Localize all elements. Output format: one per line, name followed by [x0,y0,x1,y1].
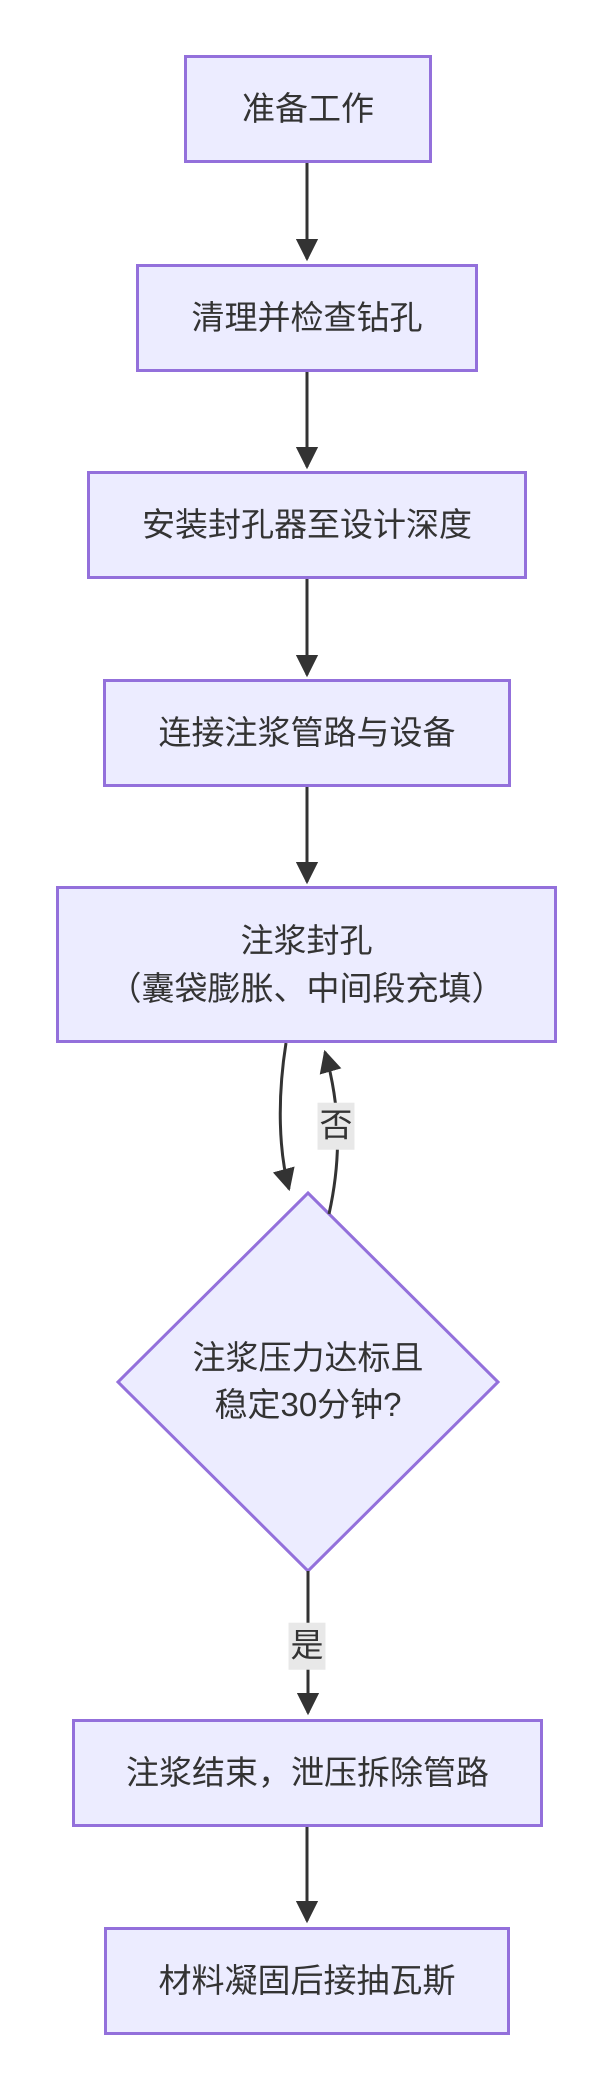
node-grout-seal: 注浆封孔 （囊袋膨胀、中间段充填） [56,886,557,1043]
node-clean-check-hole: 清理并检查钻孔 [136,264,478,372]
node-grout-seal-label-line1: 注浆封孔 [240,921,373,959]
node-finish-grouting-label: 注浆结束，泄压拆除管路 [126,1754,489,1792]
node-finish-grouting: 注浆结束，泄压拆除管路 [72,1719,543,1827]
node-connect-pipeline: 连接注浆管路与设备 [103,679,511,787]
node-prepare: 准备工作 [184,55,432,163]
decision-pressure-stable: 注浆压力达标且 稳定30分钟? [128,1322,488,1442]
node-grout-seal-label-line2: （囊袋膨胀、中间段充填） [108,969,505,1007]
node-connect-gas-extraction: 材料凝固后接抽瓦斯 [104,1927,510,2035]
edge-label-no: 否 [317,1102,355,1150]
node-clean-check-hole-label: 清理并检查钻孔 [191,299,423,337]
decision-pressure-stable-line1: 注浆压力达标且 [192,1339,424,1377]
edge-label-yes: 是 [288,1622,326,1670]
node-prepare-label: 准备工作 [242,90,374,128]
edge-grout-to-decision [272,1042,295,1192]
node-install-sealer: 安装封孔器至设计深度 [87,471,527,579]
node-connect-pipeline-label: 连接注浆管路与设备 [158,714,456,752]
decision-pressure-stable-line2: 稳定30分钟? [214,1386,402,1423]
node-install-sealer-label: 安装封孔器至设计深度 [142,506,472,544]
node-connect-gas-extraction-label: 材料凝固后接抽瓦斯 [158,1962,456,2000]
